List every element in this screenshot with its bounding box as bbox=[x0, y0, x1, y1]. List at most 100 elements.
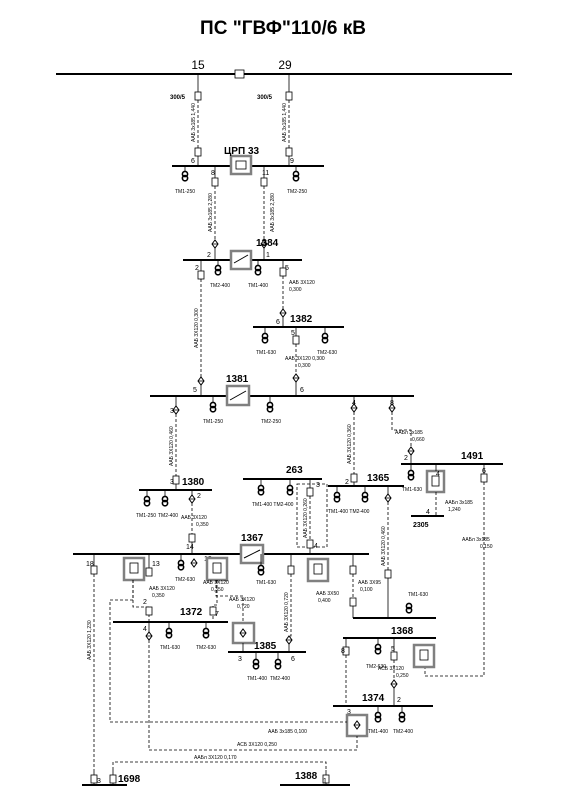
transformer-icon bbox=[374, 643, 382, 655]
fuse-icon bbox=[407, 446, 415, 456]
transformer-icon bbox=[181, 170, 189, 182]
feeder-1: 1 bbox=[266, 252, 270, 259]
bus-label-1372: 1372 bbox=[180, 607, 203, 618]
fuse-icon bbox=[279, 308, 287, 318]
cable-label-c11b: 0,350 bbox=[196, 522, 209, 528]
bus-label-1365: 1365 bbox=[367, 473, 390, 484]
transformer-icon bbox=[266, 401, 274, 413]
cable-label-c21: ААБ 3Х120 0,720 bbox=[284, 592, 290, 632]
fuse-icon bbox=[188, 494, 196, 504]
cable-label-c23b: 0,250 bbox=[396, 673, 409, 679]
cable-label-c10: ААБл 3х185 bbox=[395, 430, 423, 436]
cable-label-c24: ААБ 3х185 0,100 bbox=[268, 729, 307, 735]
fuse-icon bbox=[145, 631, 153, 641]
bus-label-1368: 1368 bbox=[391, 626, 414, 637]
feeder-5: 5 bbox=[285, 265, 289, 272]
cable-label-c3: ААБ 3х185 2,280 bbox=[208, 193, 214, 232]
tm-label-1385-b: ТМ2-400 bbox=[270, 676, 290, 682]
transformer-icon bbox=[143, 495, 151, 507]
cable-label-c13b: 1,240 bbox=[448, 507, 461, 513]
transformer-icon bbox=[254, 264, 262, 276]
feeder-3: 3 bbox=[347, 709, 351, 716]
feeder-2: 2 bbox=[345, 479, 349, 486]
bus-label-2305: 2305 bbox=[413, 522, 429, 529]
transformer-icon bbox=[209, 401, 217, 413]
feeder-1: 1 bbox=[323, 778, 327, 785]
cable-label-c15: ААБ 3Х120 0,460 bbox=[381, 526, 387, 566]
feeder-8: 8 bbox=[211, 170, 215, 177]
transformer-icon bbox=[177, 559, 185, 571]
ct-rating-left: 300/5 bbox=[170, 95, 186, 101]
feeder-29-label: 29 bbox=[278, 58, 292, 72]
feeder-2: 2 bbox=[404, 455, 408, 462]
transformer-icon bbox=[321, 332, 329, 344]
cable-label-c14b: 0,150 bbox=[480, 544, 493, 550]
feeder-2: 2 bbox=[207, 252, 211, 259]
cable-label-c9: ААБ 3Х120 0,360 bbox=[347, 424, 353, 464]
feeder-13: 13 bbox=[152, 561, 160, 568]
cable-label-c23: АСБ 3Х120 bbox=[378, 666, 404, 672]
feeder-4: 4 bbox=[314, 543, 318, 550]
cable-label-c6: ААБ 3Х120 0,300 bbox=[285, 356, 325, 362]
cable-label-c8: ААБ 3Х120 0,460 bbox=[169, 426, 175, 466]
tm-label-1385-a: ТМ1-400 bbox=[247, 676, 267, 682]
fuse-icon bbox=[211, 239, 219, 249]
transformer-icon bbox=[202, 627, 210, 639]
tm-label-1382-a: ТМ1-630 bbox=[256, 350, 276, 356]
cable-label-c22: ААБ 3Х120 1,230 bbox=[87, 620, 93, 660]
fuse-icon bbox=[390, 679, 398, 689]
feeder-3: 3 bbox=[170, 408, 174, 415]
fuse-icon bbox=[285, 635, 293, 645]
tm-label-1372-a: ТМ1-630 bbox=[160, 645, 180, 651]
feeder-11: 11 bbox=[262, 170, 269, 177]
cable-label-c6b: 0,300 bbox=[298, 363, 311, 369]
feeder-18: 18 bbox=[86, 561, 94, 568]
feeder-4: 4 bbox=[436, 471, 440, 478]
tm-label-1384-b: ТМ1-400 bbox=[248, 283, 268, 289]
tm-label-1382-b: ТМ2-630 bbox=[317, 350, 337, 356]
transformer-icon bbox=[374, 711, 382, 723]
feeder-5: 5 bbox=[391, 646, 395, 653]
bus-label-1388: 1388 bbox=[295, 771, 318, 782]
ct-rating-right: 300/5 bbox=[257, 95, 273, 101]
bus-label-1374: 1374 bbox=[362, 693, 385, 704]
tm-label-1365: ТМ1-400 ТМ2-400 bbox=[328, 509, 370, 515]
cable-label-c10b: 0,660 bbox=[412, 437, 425, 443]
cable-label-c19: ААБ 3Х50 bbox=[316, 591, 339, 597]
cable-label-c20: ААБ 3Х95 bbox=[358, 580, 381, 586]
transformer-icon bbox=[333, 491, 341, 503]
cable-label-c18: ААБ 3Х120 bbox=[229, 597, 255, 603]
fuse-icon bbox=[190, 558, 198, 568]
fuse-icon bbox=[197, 376, 205, 386]
feeder-3: 3 bbox=[316, 482, 320, 489]
cable-label-c2: ААБ 3х185 1,440 bbox=[282, 103, 288, 142]
cable-label-c20b: 0,100 bbox=[360, 587, 373, 593]
cable-label-c13: ААБл 3х185 bbox=[445, 500, 473, 506]
transformer-icon bbox=[165, 627, 173, 639]
feeder-2: 2 bbox=[397, 697, 401, 704]
cable-label-c1: ААБ 3х185 1,440 bbox=[191, 103, 197, 142]
feeder-4: 4 bbox=[352, 400, 356, 407]
bus-label-1698: 1698 bbox=[118, 774, 141, 785]
tm-label-1380-b: ТМ2-400 bbox=[158, 513, 178, 519]
cable-label-c11: ААБ 3Х120 bbox=[181, 515, 207, 521]
feeder-2: 2 bbox=[195, 265, 199, 272]
feeder-7: 7 bbox=[215, 611, 219, 618]
feeder-6: 6 bbox=[291, 656, 295, 663]
tm-label-1372-b: ТМ2-630 bbox=[196, 645, 216, 651]
feeder-8: 8 bbox=[341, 648, 345, 655]
tm-label-1368-b: ТМ2-630 bbox=[366, 664, 386, 670]
feeder-5: 5 bbox=[193, 387, 197, 394]
feeder-14: 14 bbox=[186, 544, 194, 551]
transformer-icon bbox=[161, 495, 169, 507]
transformer-icon bbox=[405, 602, 413, 614]
transformer-icon bbox=[261, 332, 269, 344]
feeder-6: 6 bbox=[300, 387, 304, 394]
cable-label-c16: ААБ 3Х120 bbox=[149, 586, 175, 592]
transformer-icon bbox=[214, 264, 222, 276]
feeder-3: 3 bbox=[170, 479, 174, 486]
fuse-icon bbox=[292, 373, 300, 383]
transformer-icon bbox=[286, 484, 294, 496]
tm-label-1374-a: ТМ1-400 bbox=[368, 729, 388, 735]
